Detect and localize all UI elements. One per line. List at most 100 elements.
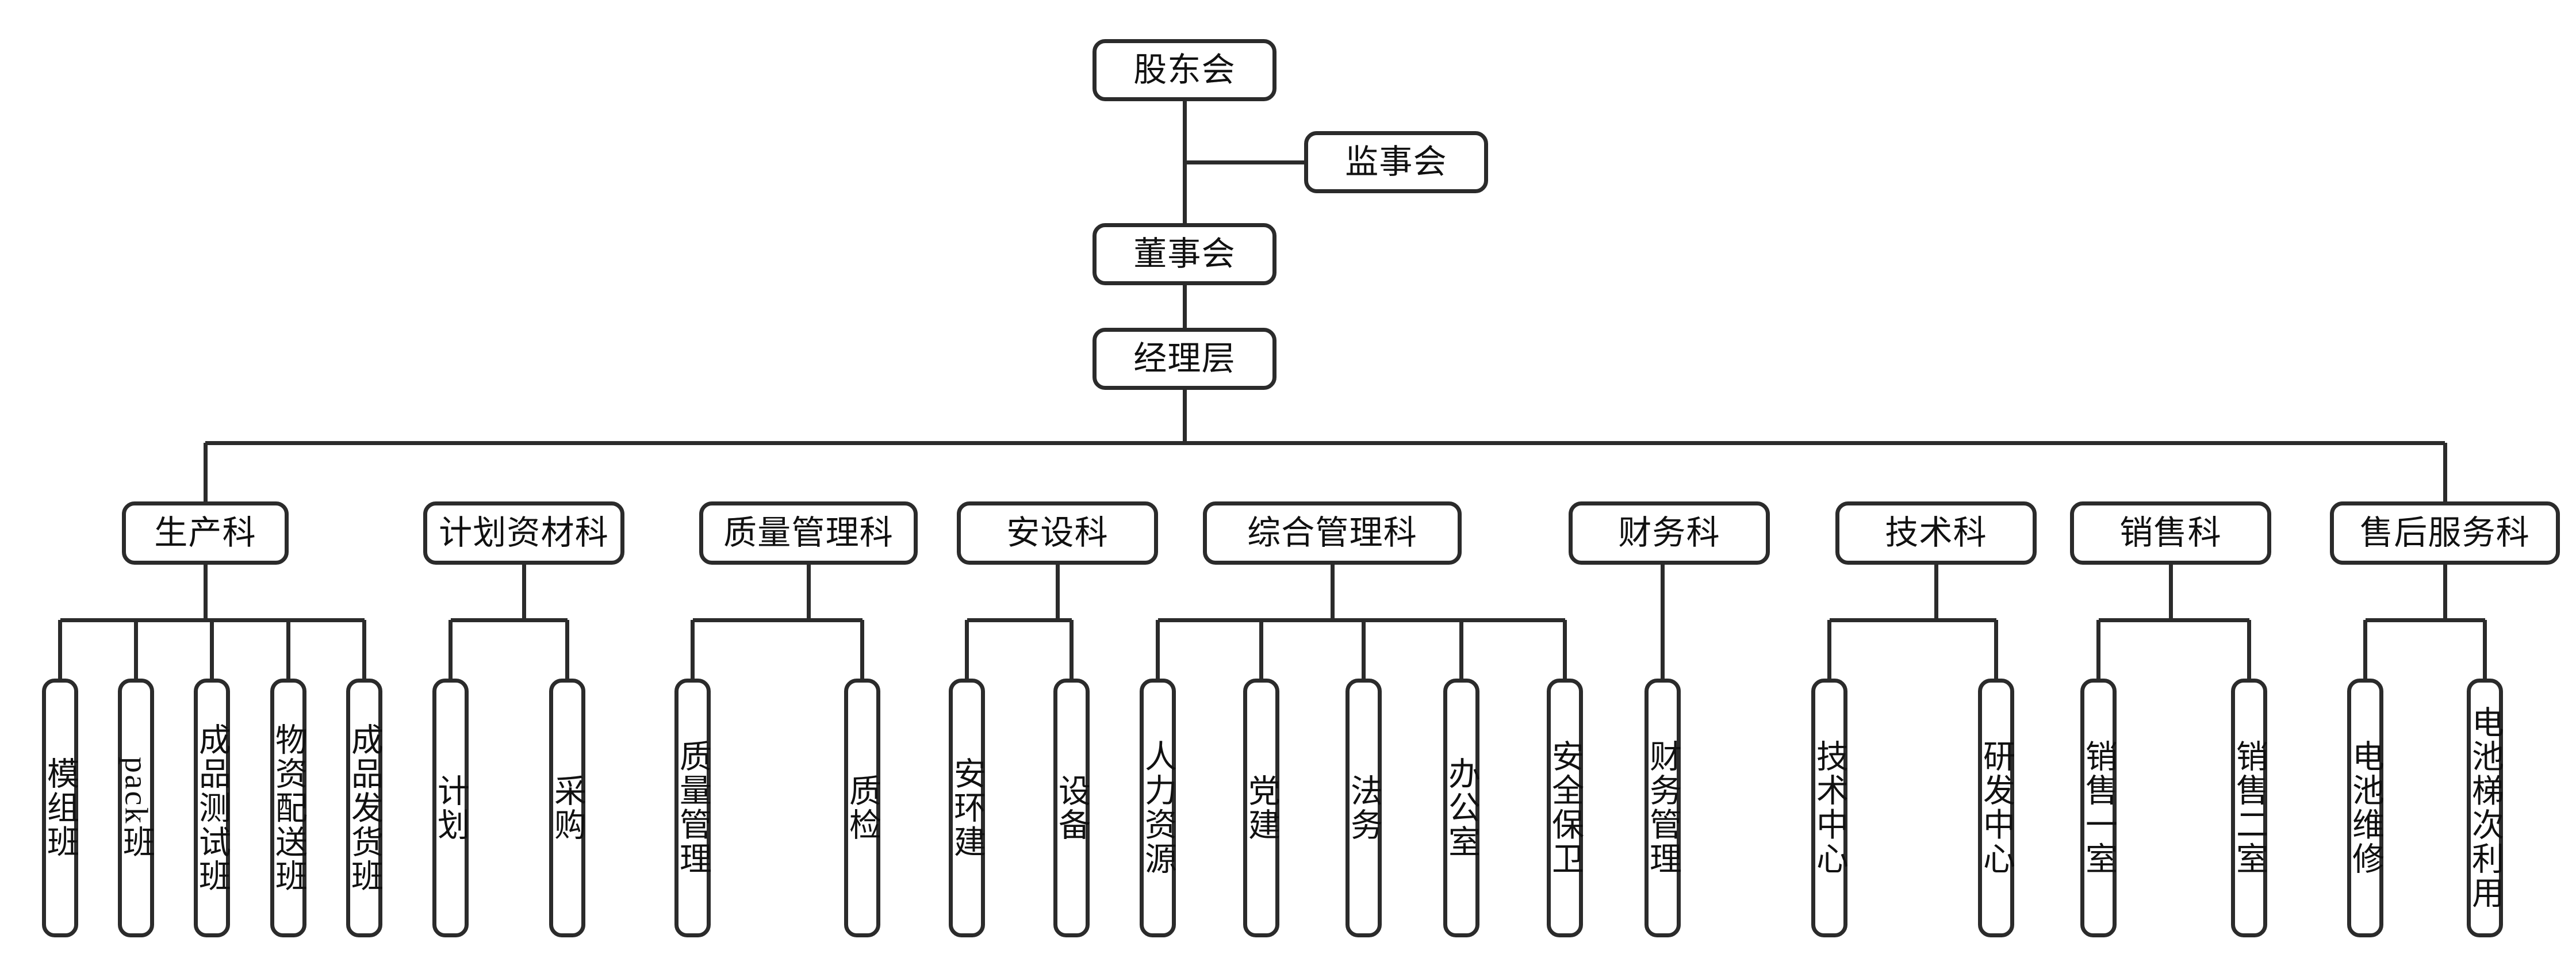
node-leaf-financial-management[interactable]: 财务管理 <box>1644 679 1681 937</box>
edge-general-management-drop-3 <box>1459 620 1463 679</box>
node-dept-sales-label: 销售科 <box>2119 514 2222 551</box>
node-leaf-quality-mgmt[interactable]: 质量管理 <box>674 679 711 937</box>
node-leaf-module-team[interactable]: 模组班 <box>42 679 78 937</box>
node-board-of-directors-label: 董事会 <box>1133 235 1236 273</box>
node-dept-quality-management-label: 质量管理科 <box>723 514 894 551</box>
edge-technology-drop-0 <box>1827 620 1831 679</box>
node-leaf-security-guard[interactable]: 安全保卫 <box>1547 679 1583 937</box>
node-dept-planning-materials[interactable]: 计划资材科 <box>423 501 624 565</box>
node-dept-production-label: 生产科 <box>154 514 256 551</box>
node-dept-safety-facilities[interactable]: 安设科 <box>957 501 1158 565</box>
node-leaf-module-team-label: 模组班 <box>42 756 78 860</box>
node-dept-general-management[interactable]: 综合管理科 <box>1203 501 1462 565</box>
edge-planning-materials-drop-1 <box>565 620 569 679</box>
node-leaf-quality-inspection-label: 质检 <box>844 773 880 842</box>
edge-department-bus <box>205 440 2445 445</box>
edge-quality-management-drop-0 <box>691 620 695 679</box>
node-board-of-directors[interactable]: 董事会 <box>1092 223 1276 285</box>
edge-technology-bracket <box>1829 618 1996 622</box>
node-leaf-human-resources-label: 人力资源 <box>1140 740 1176 876</box>
node-leaf-battery-cascade[interactable]: 电池梯次利用 <box>2467 679 2503 937</box>
edge-technology-drop-1 <box>1994 620 1998 679</box>
edge-bus-drop-first <box>203 443 208 501</box>
node-dept-technology[interactable]: 技术科 <box>1835 501 2037 565</box>
edge-safety-facilities-drop-1 <box>1070 620 1074 679</box>
node-leaf-office[interactable]: 办公室 <box>1443 679 1479 937</box>
edge-production-drop-0 <box>58 620 62 679</box>
node-leaf-product-ship-team-label: 成品发货班 <box>346 722 382 894</box>
node-leaf-pack-team[interactable]: pack班 <box>118 679 154 937</box>
edge-shareholders-supervisors <box>1184 160 1304 164</box>
edge-finance-child <box>1661 565 1665 679</box>
edge-after-sales-drop-1 <box>2483 620 2487 679</box>
node-management-level-label: 经理层 <box>1133 339 1236 377</box>
edge-quality-management-stem <box>806 565 811 620</box>
node-leaf-sales-office-2-label: 销售二室 <box>2231 740 2267 876</box>
node-leaf-product-ship-team[interactable]: 成品发货班 <box>346 679 382 937</box>
edge-sales-drop-0 <box>2096 620 2100 679</box>
node-dept-quality-management[interactable]: 质量管理科 <box>699 501 918 565</box>
node-shareholders-label: 股东会 <box>1133 51 1236 89</box>
node-leaf-security-guard-label: 安全保卫 <box>1547 740 1583 876</box>
node-dept-production[interactable]: 生产科 <box>122 501 289 565</box>
edge-general-management-drop-1 <box>1259 620 1263 679</box>
node-leaf-planning[interactable]: 计划 <box>432 679 469 937</box>
node-leaf-safety-env-construction[interactable]: 安环建 <box>949 679 985 937</box>
node-leaf-equipment[interactable]: 设备 <box>1053 679 1090 937</box>
edge-safety-facilities-stem <box>1055 565 1060 620</box>
node-leaf-legal-affairs[interactable]: 法务 <box>1346 679 1382 937</box>
edge-board-management <box>1182 285 1187 328</box>
edge-sales-drop-1 <box>2247 620 2251 679</box>
node-dept-finance[interactable]: 财务科 <box>1569 501 1770 565</box>
node-leaf-material-delivery[interactable]: 物资配送班 <box>270 679 306 937</box>
node-dept-general-management-label: 综合管理科 <box>1247 514 1417 551</box>
node-leaf-purchasing-label: 采购 <box>549 773 585 842</box>
node-leaf-party-building-label: 党建 <box>1243 773 1279 842</box>
node-leaf-equipment-label: 设备 <box>1053 773 1090 842</box>
node-supervisors-label: 监事会 <box>1345 143 1447 181</box>
node-dept-after-sales-label: 售后服务科 <box>2360 514 2530 551</box>
node-leaf-office-label: 办公室 <box>1443 756 1479 860</box>
node-leaf-planning-label: 计划 <box>432 773 469 842</box>
node-leaf-rd-center-label: 研发中心 <box>1978 740 2014 876</box>
edge-production-drop-3 <box>286 620 290 679</box>
edge-bus-drop-last <box>2443 443 2447 501</box>
edge-after-sales-stem <box>2443 565 2447 620</box>
edge-planning-materials-stem <box>522 565 526 620</box>
node-leaf-sales-office-2[interactable]: 销售二室 <box>2231 679 2267 937</box>
node-leaf-tech-center-label: 技术中心 <box>1811 740 1847 876</box>
edge-after-sales-bracket <box>2365 618 2485 622</box>
node-leaf-battery-repair-label: 电池维修 <box>2347 740 2383 876</box>
node-leaf-battery-repair[interactable]: 电池维修 <box>2347 679 2383 937</box>
node-leaf-product-test-team[interactable]: 成品测试班 <box>194 679 230 937</box>
node-dept-planning-materials-label: 计划资材科 <box>439 514 609 551</box>
edge-production-stem <box>203 565 208 620</box>
edge-after-sales-drop-0 <box>2363 620 2367 679</box>
node-leaf-rd-center[interactable]: 研发中心 <box>1978 679 2014 937</box>
node-dept-sales[interactable]: 销售科 <box>2070 501 2271 565</box>
edge-management-bus <box>1182 390 1187 443</box>
node-management-level[interactable]: 经理层 <box>1092 328 1276 390</box>
edge-planning-materials-drop-0 <box>448 620 453 679</box>
node-leaf-purchasing[interactable]: 采购 <box>549 679 585 937</box>
node-supervisors[interactable]: 监事会 <box>1304 131 1488 193</box>
node-leaf-quality-inspection[interactable]: 质检 <box>844 679 880 937</box>
node-leaf-financial-management-label: 财务管理 <box>1644 740 1681 876</box>
edge-general-management-drop-2 <box>1362 620 1366 679</box>
node-leaf-material-delivery-label: 物资配送班 <box>270 722 306 894</box>
node-leaf-legal-affairs-label: 法务 <box>1346 773 1382 842</box>
edge-safety-facilities-drop-0 <box>965 620 969 679</box>
node-dept-after-sales[interactable]: 售后服务科 <box>2330 501 2560 565</box>
node-dept-safety-facilities-label: 安设科 <box>1006 514 1109 551</box>
edge-sales-stem <box>2168 565 2173 620</box>
node-leaf-sales-office-1[interactable]: 销售一室 <box>2080 679 2117 937</box>
node-leaf-product-test-team-label: 成品测试班 <box>194 722 230 894</box>
node-leaf-battery-cascade-label: 电池梯次利用 <box>2467 705 2503 911</box>
node-shareholders[interactable]: 股东会 <box>1092 39 1276 101</box>
node-leaf-sales-office-1-label: 销售一室 <box>2080 740 2117 876</box>
edge-production-drop-1 <box>134 620 138 679</box>
node-leaf-tech-center[interactable]: 技术中心 <box>1811 679 1847 937</box>
node-leaf-human-resources[interactable]: 人力资源 <box>1140 679 1176 937</box>
node-leaf-party-building[interactable]: 党建 <box>1243 679 1279 937</box>
